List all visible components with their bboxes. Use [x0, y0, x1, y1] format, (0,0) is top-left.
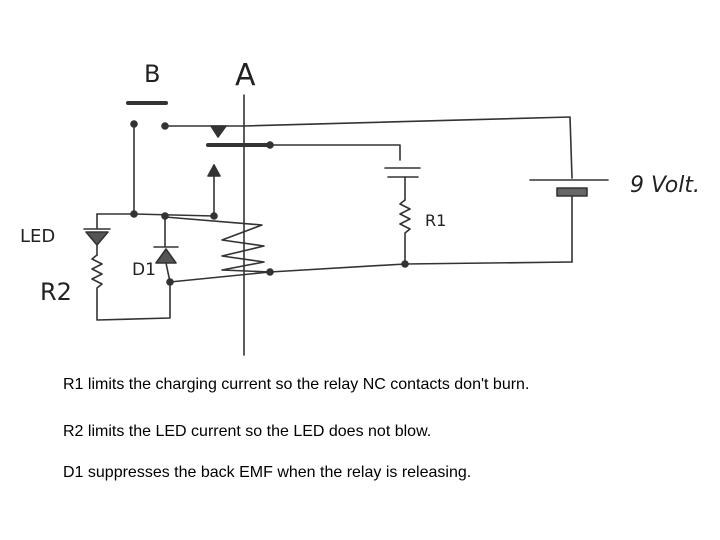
wire-bottom — [269, 261, 573, 273]
label-led: LED — [20, 226, 55, 247]
nc-terminal — [266, 141, 274, 149]
wire-top — [164, 116, 573, 179]
label-a: A — [235, 58, 256, 93]
label-battery: 9 Volt. — [630, 173, 700, 198]
wire-top-left — [96, 213, 215, 217]
caption-d1: D1 suppresses the back EMF when the rela… — [63, 464, 472, 481]
relay-coil — [164, 216, 271, 273]
armature-arrowhead — [207, 164, 221, 177]
wire-d1-to-coil — [169, 271, 271, 283]
r1-resistor — [399, 199, 411, 263]
battery-plate-short — [556, 187, 588, 197]
label-r2: R2 — [40, 278, 72, 306]
caption-r2: R2 limits the LED current so the LED doe… — [63, 423, 432, 440]
contact-triangle — [210, 125, 227, 138]
wire-nc-to-r1 — [267, 144, 401, 161]
r2-resistor — [91, 254, 171, 321]
label-b: B — [144, 60, 160, 88]
led-triangle — [85, 231, 109, 246]
caption-r1: R1 limits the charging current so the re… — [63, 376, 530, 393]
d1-triangle — [155, 248, 177, 264]
label-r1: R1 — [425, 211, 446, 230]
label-d1: D1 — [132, 260, 156, 280]
